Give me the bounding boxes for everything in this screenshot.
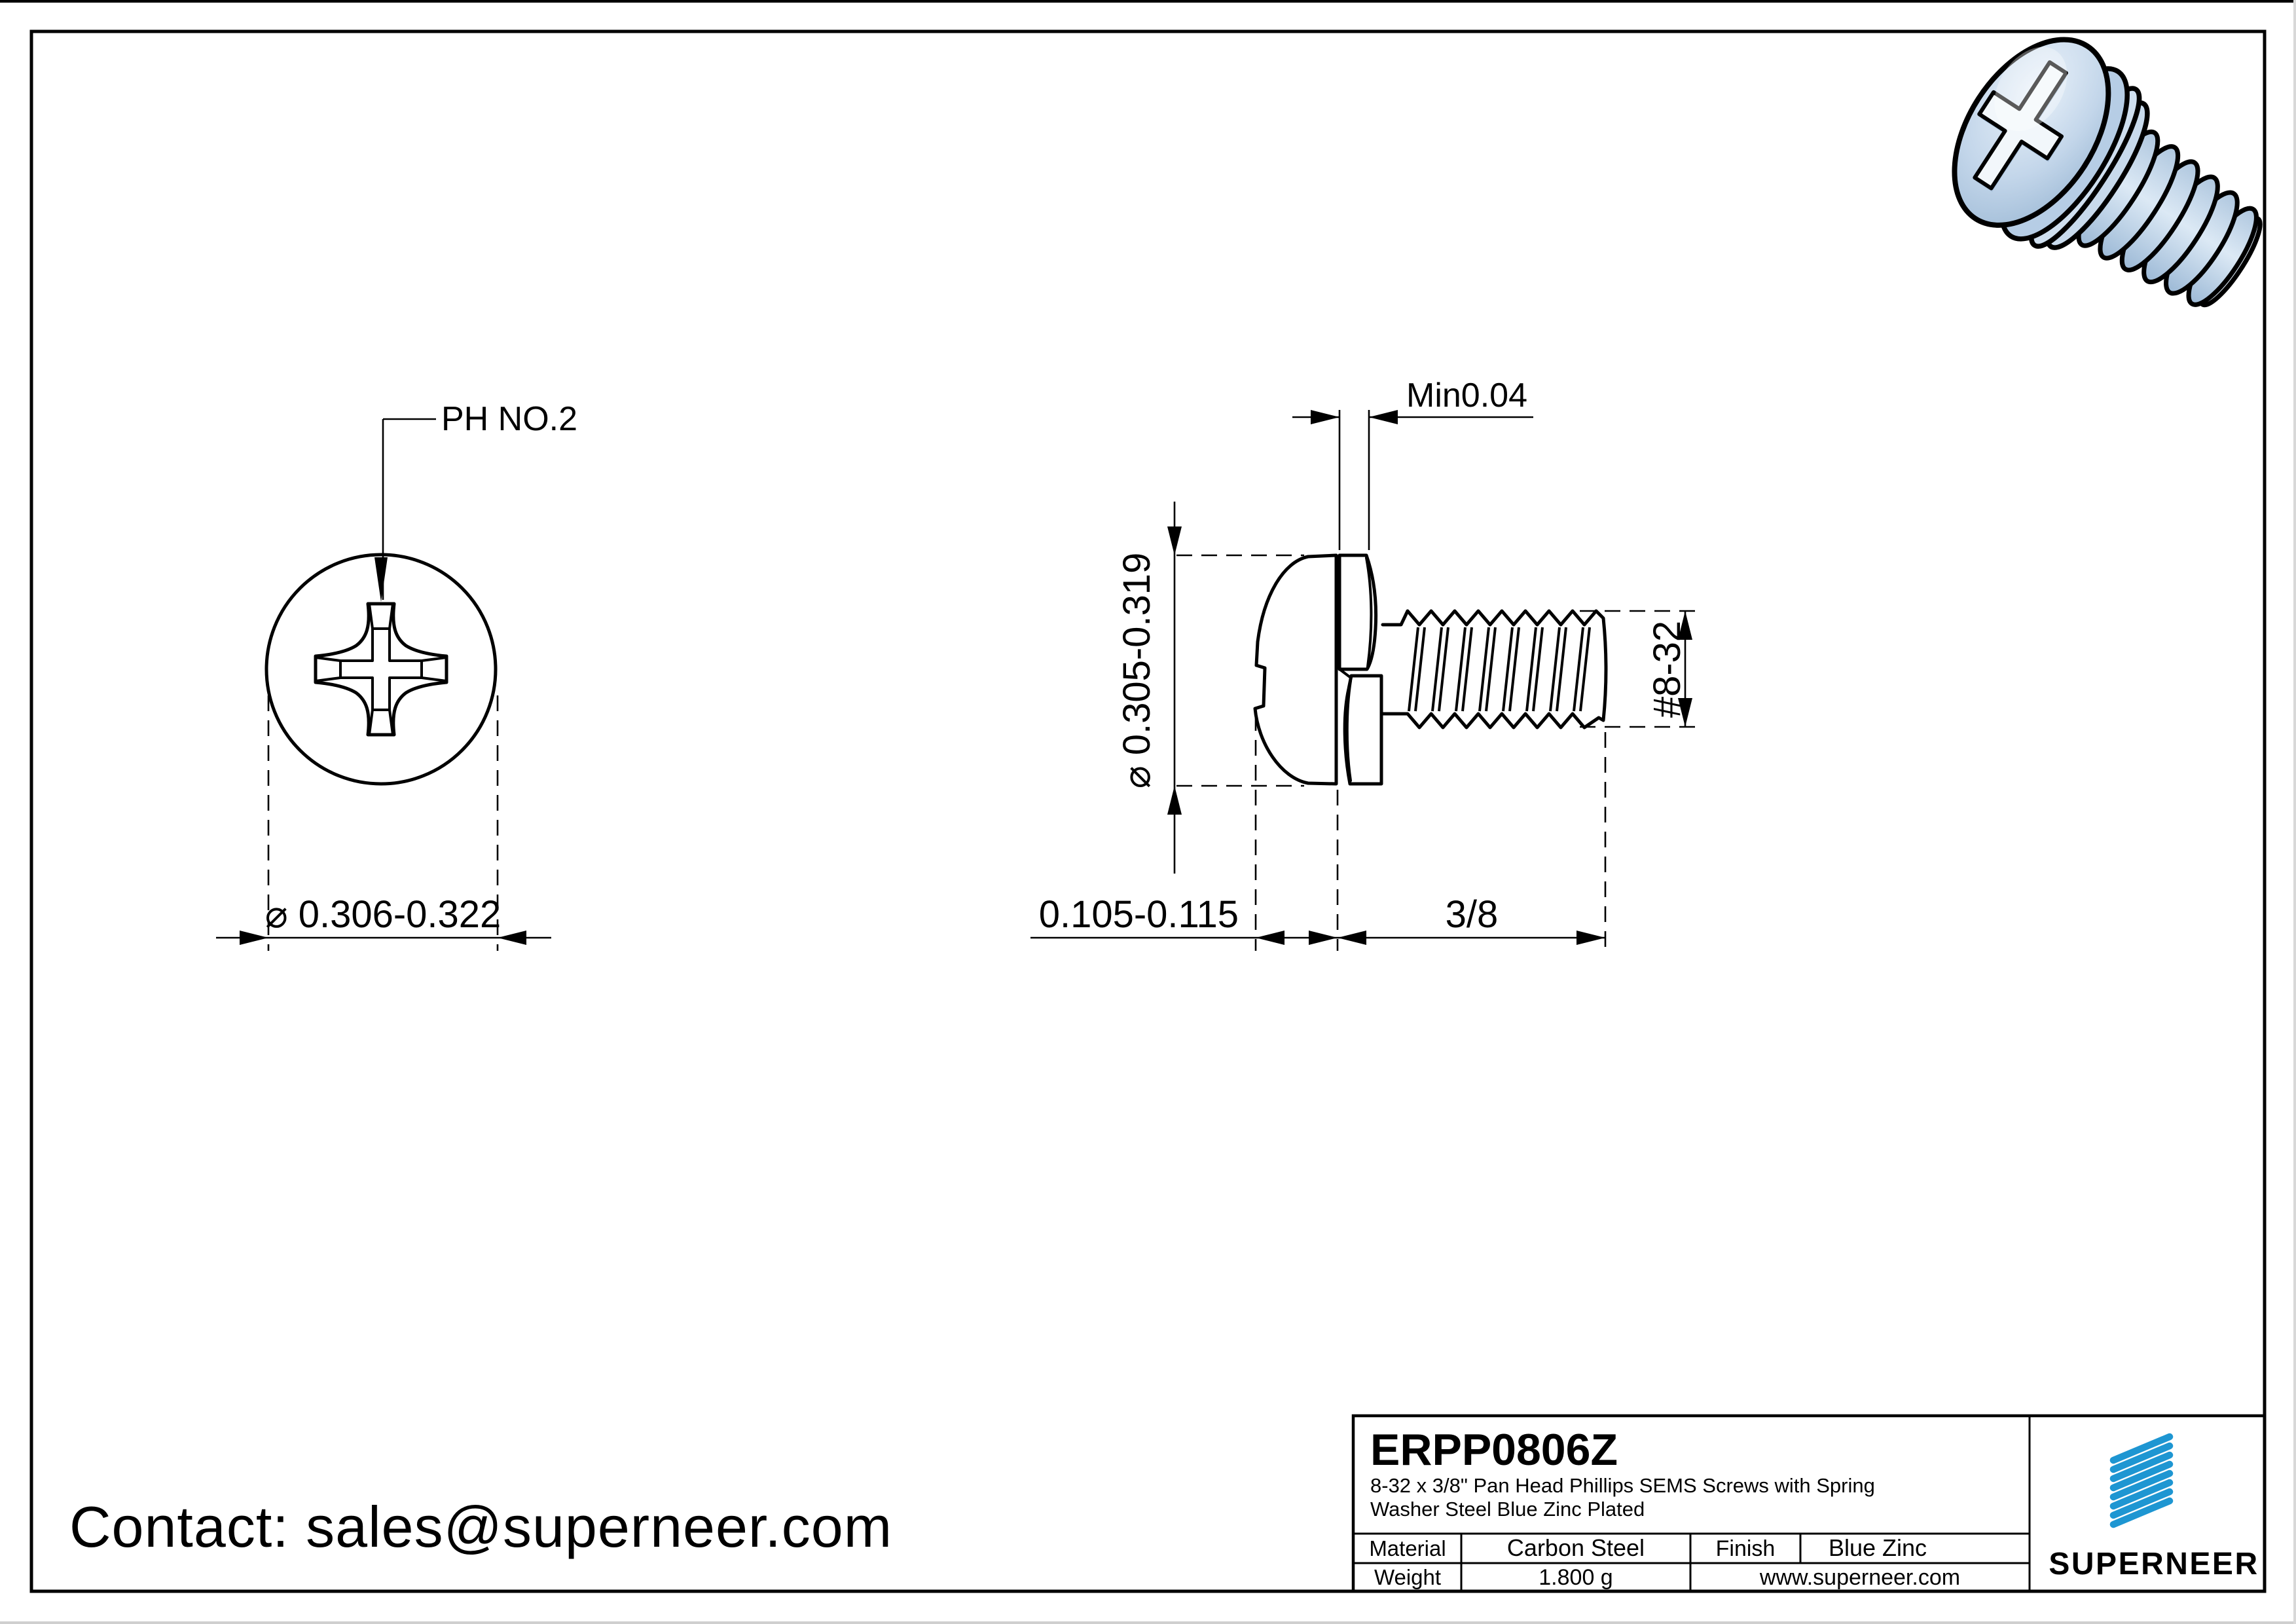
side-view: Min0.04 ⌀ 0.305-0.319 0.105-0.115 3/8 #8… [1030, 377, 1697, 951]
dim-arrow [1311, 410, 1339, 424]
dim-arrow [1309, 931, 1338, 945]
spring-washer-lower-edge [1338, 668, 1352, 782]
thread-flank-lines [1408, 627, 1591, 712]
head-dia-extension-lines [1176, 554, 1304, 787]
phillips-recess-outline [314, 602, 448, 737]
dim-arrow [1167, 786, 1182, 815]
head-profile [1253, 553, 1338, 786]
front-view: PH NO.2 ⌀ 0.306-0.322 [216, 400, 577, 951]
dim-arrow [1678, 698, 1692, 727]
screw-3d-phillips-cross [1973, 60, 2068, 191]
washer-extension-lines [1338, 410, 1370, 550]
dim-arrow [240, 931, 268, 945]
head-diameter-dim: ⌀ 0.306-0.322 [265, 893, 501, 936]
thread-size-extension-lines [1580, 610, 1697, 728]
material-label: Material [1369, 1536, 1446, 1560]
logo-stripe [2109, 1460, 2174, 1492]
dim-arrow [1576, 931, 1605, 945]
description-line1: 8-32 x 3/8" Pan Head Phillips SEMS Screw… [1370, 1474, 1875, 1497]
image-bottom-edge [0, 1621, 2296, 1624]
dim-arrow [1678, 611, 1692, 640]
dim-arrow [1256, 931, 1285, 945]
head-circle [264, 553, 498, 786]
washer-thickness-dim: Min0.04 [1406, 377, 1527, 415]
thread-profile [1381, 609, 1608, 729]
logo-stripe [2109, 1433, 2174, 1464]
contact-line: Contact: sales@superneer.com [69, 1494, 892, 1559]
logo-stripe [2109, 1451, 2174, 1483]
recess-leader-line [382, 418, 436, 600]
finish-value: Blue Zinc [1829, 1534, 1927, 1561]
dim-arrow [1369, 410, 1398, 424]
recess-leader-arrow [374, 557, 388, 602]
dim-arrow [1338, 931, 1366, 945]
screw-3d-render [1952, 37, 2263, 308]
logo-stripe [2109, 1469, 2174, 1501]
spring-washer-upper-edge [1365, 557, 1373, 668]
dim-arrow [498, 931, 526, 945]
logo-stripe [2109, 1442, 2174, 1473]
head-dia-dim: ⌀ 0.305-0.319 [1116, 553, 1158, 789]
website-link[interactable]: www.superneer.com [1759, 1565, 1960, 1590]
finish-label: Finish [1716, 1536, 1776, 1561]
logo-stripe [2109, 1497, 2174, 1528]
head-height-dim: 0.105-0.115 [1039, 893, 1239, 936]
part-number: ERPP0806Z [1370, 1425, 1618, 1475]
thread-size-dim: #8-32 [1646, 621, 1688, 718]
brand-logo [2109, 1433, 2174, 1528]
phillips-recess-tip-edges [315, 603, 447, 735]
material-value: Carbon Steel [1507, 1534, 1645, 1561]
logo-stripe [2109, 1479, 2174, 1510]
diameter-extension-lines [267, 695, 499, 951]
spring-washer-lower [1343, 674, 1383, 786]
title-block-gridlines [1353, 1416, 2031, 1591]
thread-length-dim: 3/8 [1446, 893, 1499, 936]
title-block: ERPP0806Z 8-32 x 3/8" Pan Head Phillips … [1351, 1414, 2267, 1593]
description-line2: Washer Steel Blue Zinc Plated [1370, 1498, 1645, 1521]
recess-label: PH NO.2 [441, 400, 577, 438]
weight-value: 1.800 g [1539, 1565, 1613, 1590]
screw-3d-highlight [1994, 46, 2068, 132]
bottom-extension-lines [1254, 715, 1607, 951]
dim-arrow [1167, 526, 1182, 555]
sheet-border [29, 29, 2267, 1593]
image-top-edge [0, 0, 2296, 3]
logo-stripe [2109, 1488, 2174, 1519]
weight-label: Weight [1374, 1565, 1441, 1589]
image-right-edge [2293, 0, 2296, 1624]
title-block-border [1351, 1414, 2267, 1593]
brand-name: SUPERNEER [2049, 1547, 2259, 1581]
